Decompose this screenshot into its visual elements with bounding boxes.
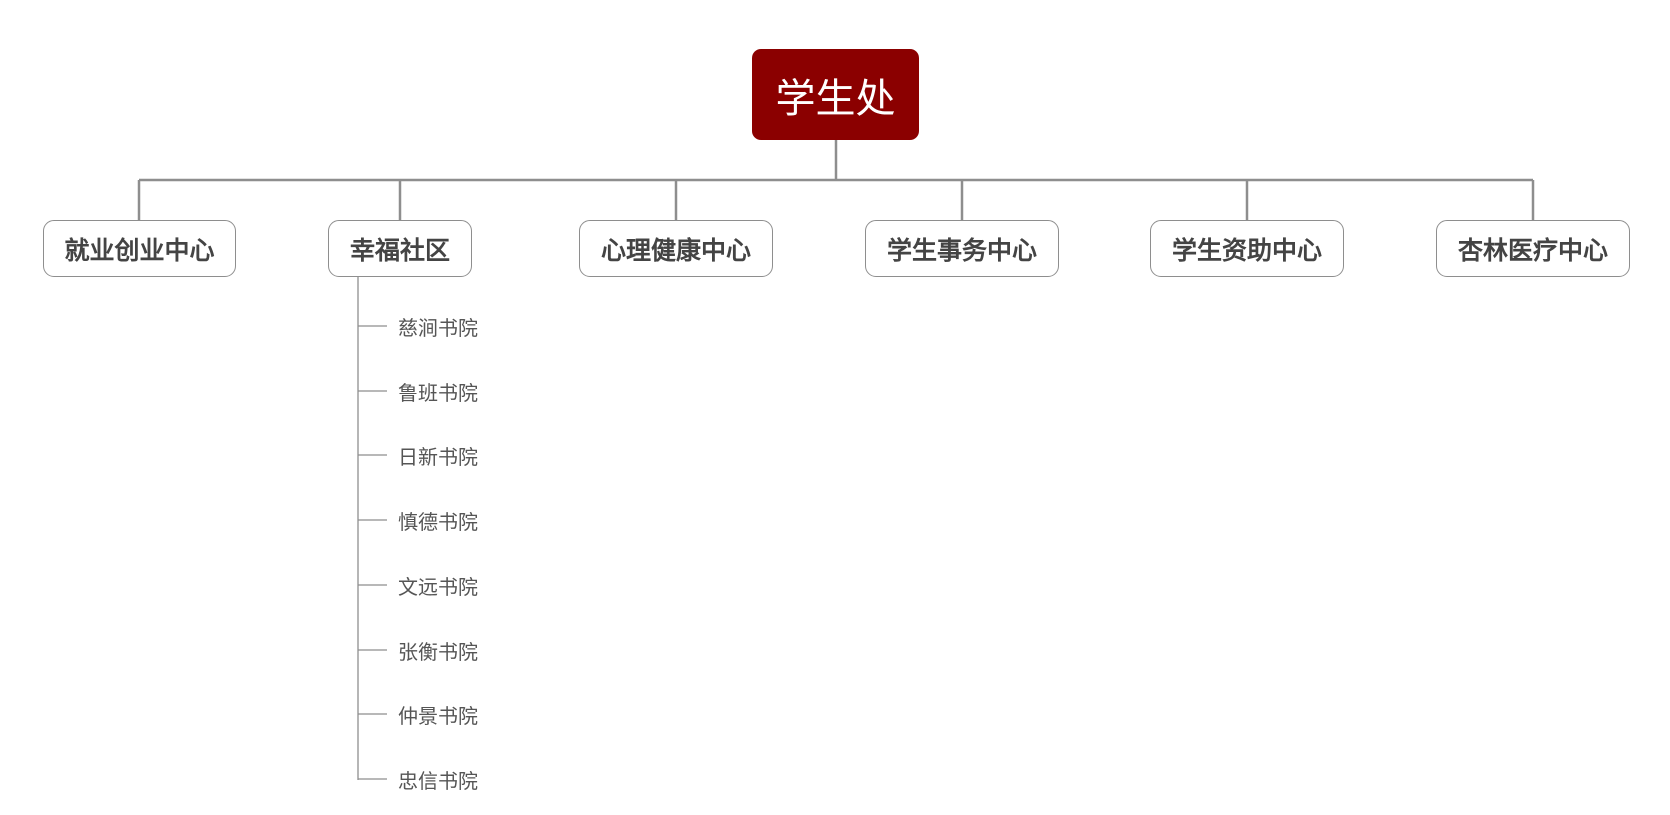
dept-node-label: 就业创业中心 xyxy=(64,235,215,265)
sub-item-shende[interactable]: 慎德书院 xyxy=(398,505,478,535)
dept-node-label: 幸福社区 xyxy=(349,235,450,265)
sub-item-zhongjing[interactable]: 仲景书院 xyxy=(398,699,478,729)
dept-node-financial-aid[interactable]: 学生资助中心 xyxy=(1150,220,1344,277)
sub-item-rixin[interactable]: 日新书院 xyxy=(398,440,478,470)
dept-node-student-services[interactable]: 学生事务中心 xyxy=(865,220,1059,277)
dept-node-label: 学生事务中心 xyxy=(886,235,1037,265)
sub-item-label: 文远书院 xyxy=(398,574,478,599)
root-node-label: 学生处 xyxy=(775,75,896,122)
dept-node-label: 学生资助中心 xyxy=(1171,235,1322,265)
dept-node-label: 杏林医疗中心 xyxy=(1457,235,1608,265)
sub-item-cijian[interactable]: 慈涧书院 xyxy=(398,311,478,341)
dept-node-medical[interactable]: 杏林医疗中心 xyxy=(1436,220,1630,277)
sub-item-label: 日新书院 xyxy=(398,444,478,469)
sub-item-luban[interactable]: 鲁班书院 xyxy=(398,376,478,406)
sub-item-zhongxin[interactable]: 忠信书院 xyxy=(398,764,478,794)
dept-node-happy-community[interactable]: 幸福社区 xyxy=(328,220,472,277)
dept-node-mental-health[interactable]: 心理健康中心 xyxy=(579,220,773,277)
sub-item-label: 鲁班书院 xyxy=(398,380,478,405)
sub-item-label: 仲景书院 xyxy=(398,703,478,728)
root-node-student-affairs[interactable]: 学生处 xyxy=(752,49,919,140)
dept-node-label: 心理健康中心 xyxy=(600,235,751,265)
sub-item-zhangheng[interactable]: 张衡书院 xyxy=(398,635,478,665)
sub-item-label: 张衡书院 xyxy=(398,639,478,664)
sub-item-label: 忠信书院 xyxy=(398,768,478,793)
dept-node-employment[interactable]: 就业创业中心 xyxy=(43,220,236,277)
sub-item-label: 慎德书院 xyxy=(398,509,478,534)
sub-item-label: 慈涧书院 xyxy=(398,315,478,340)
sub-item-wenyuan[interactable]: 文远书院 xyxy=(398,570,478,600)
